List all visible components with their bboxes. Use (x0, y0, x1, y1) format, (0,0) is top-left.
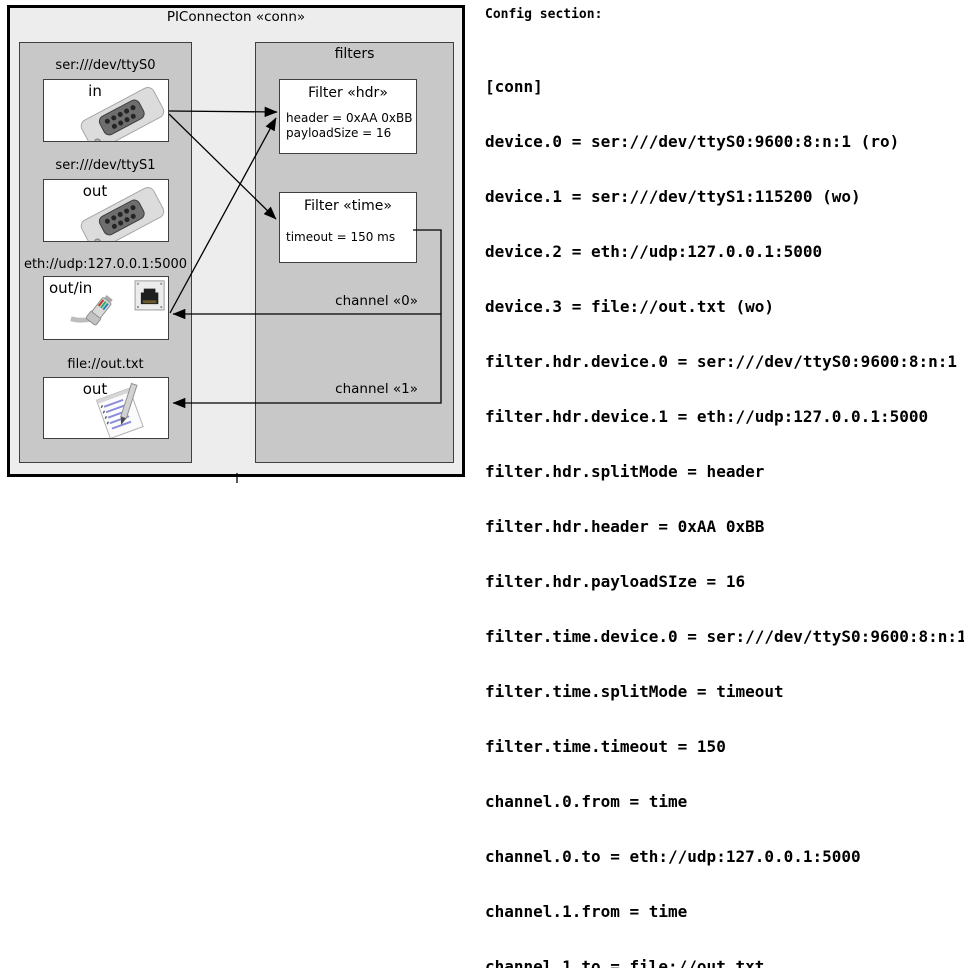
config-line: filter.time.timeout = 150 (485, 737, 726, 757)
config-section-heading: Config section: (485, 7, 603, 22)
config-line: filter.hdr.device.1 = eth://udp:127.0.0.… (485, 406, 929, 426)
config-line: device.2 = eth://udp:127.0.0.1:5000 (485, 241, 823, 261)
ethernet-connector-icon (70, 280, 165, 326)
device-url-eth: eth://udp:127.0.0.1:5000 (23, 257, 188, 272)
device-port-label: out/in (49, 279, 93, 297)
config-line: filter.hdr.header = 0xAA 0xBB (485, 516, 765, 536)
channel-1-label: channel «1» (335, 381, 418, 397)
config-line: device.3 = file://out.txt (wo) (485, 296, 774, 316)
config-line: channel.1.from = time (485, 902, 688, 922)
config-line: filter.time.device.0 = ser:///dev/ttyS0:… (485, 627, 964, 646)
config-line: filter.hdr.payloadSIze = 16 (485, 571, 746, 591)
config-line: channel.0.from = time (485, 792, 688, 812)
filter-time-box: Filter «time» timeout = 150 ms (279, 192, 417, 263)
config-text: [conn] device.0 = ser:///dev/ttyS0:9600:… (485, 41, 964, 968)
device-port-label: out (82, 380, 108, 398)
device-port-label: in (88, 82, 102, 100)
config-line: filter.hdr.splitMode = header (485, 461, 765, 481)
filter-hdr-params: header = 0xAA 0xBB payloadSize = 16 (286, 111, 416, 141)
diagram-title: PIConnecton «conn» (166, 9, 306, 25)
device-box-ttys1: out (43, 179, 169, 242)
config-line: filter.hdr.device.0 = ser:///dev/ttyS0:9… (485, 351, 958, 371)
serial-connector-icon (80, 87, 165, 141)
filter-time-title: Filter «time» (304, 198, 392, 214)
filter-hdr-header-param: header = 0xAA 0xBB (286, 111, 413, 125)
config-line: device.0 = ser:///dev/ttyS0:9600:8:n:1 (… (485, 131, 900, 151)
channel-0-label: channel «0» (335, 293, 418, 309)
filter-hdr-box: Filter «hdr» header = 0xAA 0xBB payloadS… (279, 79, 417, 154)
config-line: device.1 = ser:///dev/ttyS1:115200 (wo) (485, 186, 861, 206)
device-url-ttys0: ser:///dev/ttyS0 (55, 58, 156, 73)
filter-time-timeout-param: timeout = 150 ms (286, 230, 396, 244)
filter-hdr-title: Filter «hdr» (308, 85, 388, 101)
serial-connector-icon (80, 187, 165, 241)
filter-hdr-payload-param: payloadSize = 16 (286, 126, 392, 140)
device-port-label: out (82, 182, 108, 200)
device-box-file: out (43, 377, 169, 439)
filters-group-title: filters (334, 46, 375, 62)
device-box-eth: out/in (43, 276, 169, 340)
config-line: filter.time.splitMode = timeout (485, 682, 784, 702)
device-box-ttys0: in (43, 79, 169, 142)
notepad-icon (95, 382, 144, 438)
device-url-file: file://out.txt (67, 357, 144, 372)
config-line: [conn] (485, 76, 543, 96)
config-line: channel.0.to = eth://udp:127.0.0.1:5000 (485, 847, 861, 867)
config-line: channel.1.to = file://out.txt (485, 957, 765, 968)
device-url-ttys1: ser:///dev/ttyS1 (55, 158, 156, 173)
